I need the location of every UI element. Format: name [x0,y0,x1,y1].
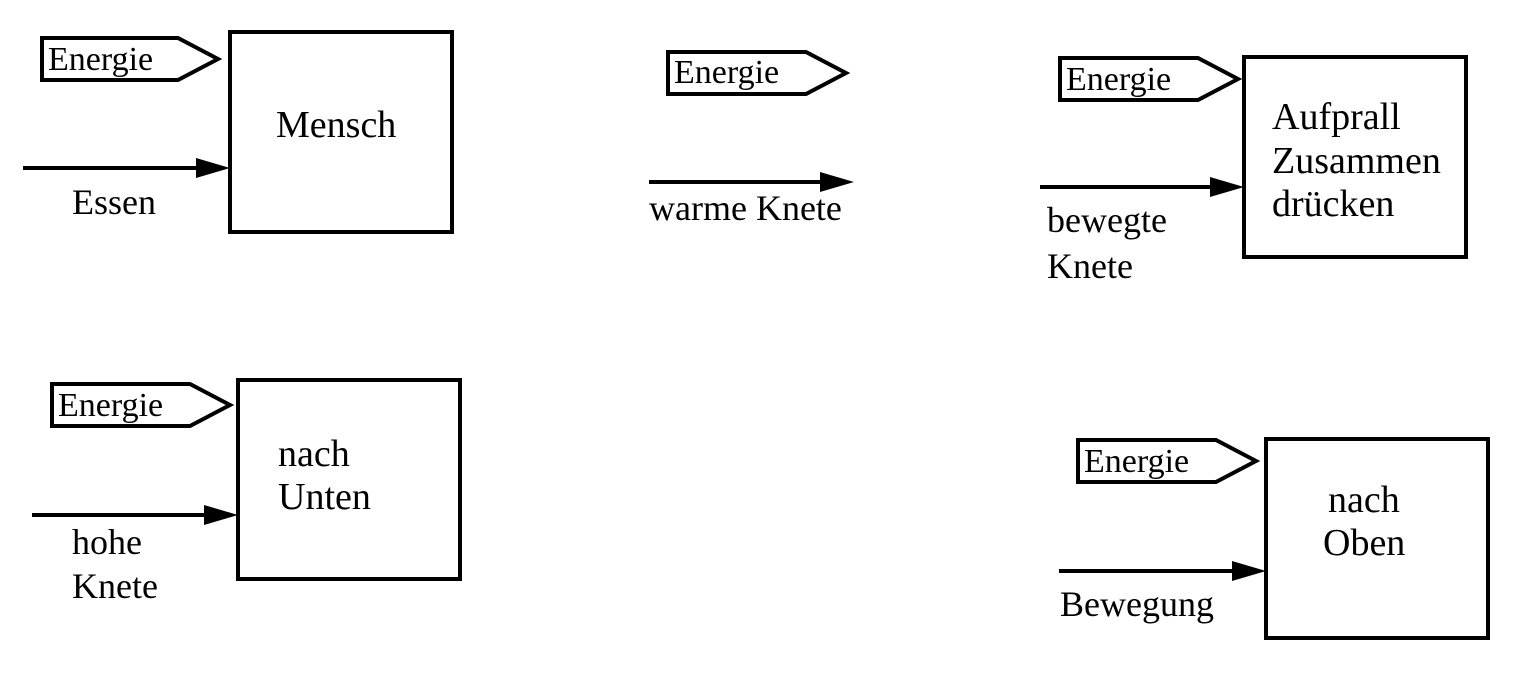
diagram-nach-oben: Energie nach Oben Bewegung [1059,437,1490,640]
process-box-label-line-2: Zusammen [1272,140,1441,182]
input-flow-arrowhead [1232,561,1266,581]
energy-tag-label: Energie [1066,61,1171,98]
diagram-nach-unten: Energie nach Unten hohe Knete [32,378,462,606]
process-box [228,30,454,234]
process-box-label-line-1: nach [278,433,350,475]
diagram-warme-knete: Energie warme Knete [649,50,854,228]
input-flow-label-line-1: bewegte [1047,200,1167,240]
output-flow-label: warme Knete [649,188,842,228]
energy-tag-label: Energie [1084,443,1189,480]
input-flow-label-line-1: hohe [72,522,142,562]
process-box-label-line-2: Unten [278,476,371,518]
input-flow-label-line-2: Knete [1047,246,1133,286]
process-box [1264,437,1490,640]
energy-tag-shape [1058,56,1243,102]
diagram-aufprall: Energie Aufprall Zusammen drücken bewegt… [1040,55,1468,286]
input-flow-label: Essen [72,182,156,222]
energy-tag-label: Energie [58,387,163,424]
energy-tag-shape [50,382,235,428]
energy-tag-label: Energie [48,41,153,78]
input-flow-label-line-2: Knete [72,566,158,606]
diagram-mensch: Energie Mensch Essen [23,30,454,234]
process-box-label-line-1: Aufprall [1272,96,1401,138]
energy-tag-shape [666,50,851,96]
process-box-label-line-2: Oben [1323,522,1405,564]
energy-tag-shape [40,36,223,82]
output-flow-arrowhead [820,172,854,192]
input-flow-label: Bewegung [1060,584,1214,624]
input-flow-arrowhead [204,505,238,525]
input-flow-arrowhead [1210,177,1244,197]
process-box-label-line-3: drücken [1272,183,1394,225]
energy-tag-shape [1076,438,1261,484]
process-box [236,378,462,581]
input-flow-arrowhead [196,158,230,178]
process-box-label: Mensch [276,104,396,146]
process-box-label-line-1: nach [1328,479,1400,521]
process-box [1242,55,1468,259]
energy-tag-label: Energie [674,54,779,91]
